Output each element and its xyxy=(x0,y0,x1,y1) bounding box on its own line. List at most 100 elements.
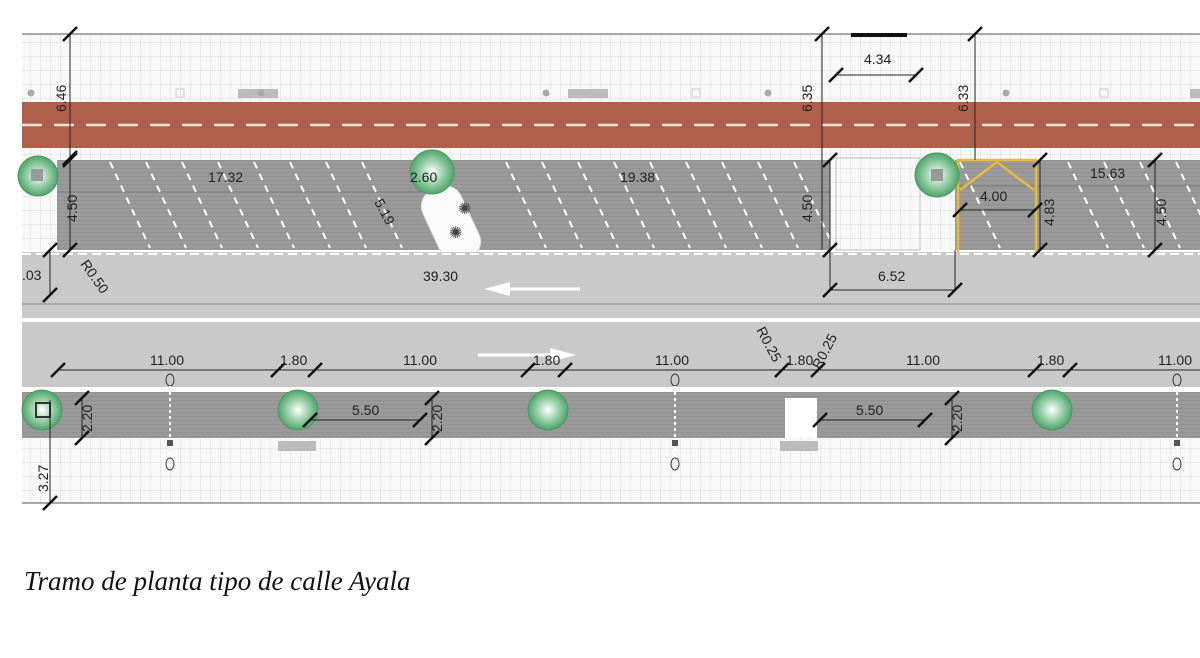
dim-tree-gap-3: 1.80 xyxy=(786,352,813,368)
dimension-tick xyxy=(1147,242,1163,258)
dim-parking-right-length: 15.63 xyxy=(1090,165,1125,181)
parking-stall-line xyxy=(289,161,331,249)
dim-loading-width: 4.00 xyxy=(980,188,1007,204)
driveway-marker xyxy=(851,33,907,37)
dim-top-sidewalk-mid: 6.35 xyxy=(799,85,815,112)
dim-tree-gap-2: 1.80 xyxy=(533,352,560,368)
dim-parking-left-depth: 4.50 xyxy=(64,195,80,222)
figure-caption: Tramo de planta tipo de calle Ayala xyxy=(24,566,411,596)
parking-stall-line xyxy=(793,161,835,249)
parking-stall-line xyxy=(685,161,727,249)
dim-loading-depth: 4.83 xyxy=(1041,199,1057,226)
dimension-tick xyxy=(822,152,838,168)
parking-stall-line xyxy=(505,161,547,249)
street-furniture xyxy=(27,88,1200,98)
parking-stall-line xyxy=(959,161,1001,249)
dimension-tick xyxy=(302,412,318,428)
parking-stall-line xyxy=(145,161,187,249)
parking-stall-line xyxy=(721,161,763,249)
driveway xyxy=(835,157,921,251)
parking-right xyxy=(955,160,1200,250)
dim-parking-mid-length: 19.38 xyxy=(620,169,655,185)
dimension-tick xyxy=(1032,242,1048,258)
parking-stall-line xyxy=(1103,161,1145,249)
dimension-tick xyxy=(62,150,78,166)
tree-icon xyxy=(21,389,63,431)
dim-parking-right-depth: 4.50 xyxy=(1153,199,1169,226)
lane-arrow-left-icon xyxy=(484,282,580,296)
dimension-tick xyxy=(62,26,78,42)
dim-lane-segment: 39.30 xyxy=(423,268,458,284)
dim-lower-space-2: 5.50 xyxy=(856,402,883,418)
dim-bottom-sidewalk: 3.27 xyxy=(35,465,51,492)
dimension-tick xyxy=(1062,362,1078,378)
dimension-tick xyxy=(412,412,428,428)
dimension-tick xyxy=(307,362,323,378)
street-lamp-icon xyxy=(165,373,175,471)
parking-stall-line xyxy=(217,161,259,249)
dim-driveway-opening: 6.52 xyxy=(878,268,905,284)
dim-lower-space-1: 5.50 xyxy=(352,402,379,418)
dimension-lines xyxy=(49,34,1200,503)
dim-bay-4: 11.00 xyxy=(906,352,940,368)
dimension-tick xyxy=(828,67,844,83)
parking-stall-line xyxy=(325,161,367,249)
tree-grate-icon xyxy=(31,169,43,181)
parking-stall-line xyxy=(181,161,223,249)
dim-bay-2: 11.00 xyxy=(403,352,437,368)
parking-stall-line xyxy=(1139,161,1181,249)
parking-stall-line xyxy=(613,161,655,249)
parking-stall-line xyxy=(541,161,583,249)
dimension-tick xyxy=(1147,152,1163,168)
parking-stall-line xyxy=(361,161,403,249)
dimension-tick xyxy=(944,430,960,446)
dim-planter-width: 2.60 xyxy=(410,169,437,185)
parking-stall-line xyxy=(577,161,619,249)
parking-stall-line xyxy=(649,161,691,249)
dimension-tick xyxy=(944,390,960,406)
bottom-sidewalk xyxy=(22,438,1200,503)
tree-icon xyxy=(527,389,569,431)
dimension-tick xyxy=(917,412,933,428)
tree-icon xyxy=(1031,389,1073,431)
dimension-tick xyxy=(520,362,536,378)
dim-parking-mid-depth: 4.50 xyxy=(799,195,815,222)
dimension-tick xyxy=(908,67,924,83)
tree-grate-icon xyxy=(931,169,943,181)
parking-stall-line xyxy=(1175,161,1200,216)
dim-bay-3: 11.00 xyxy=(655,352,689,368)
dimension-tick xyxy=(424,390,440,406)
dimension-tick xyxy=(810,362,826,378)
parking-lower xyxy=(22,392,1200,438)
dimension-tick xyxy=(967,26,983,42)
dimension-tick xyxy=(62,242,78,258)
dim-top-sidewalk-left: 6.46 xyxy=(53,85,69,112)
flower-icon: ✺ xyxy=(458,201,471,218)
top-sidewalk xyxy=(22,34,1200,102)
dimension-tick xyxy=(74,430,90,446)
street-lamp-icon xyxy=(1172,373,1182,471)
dimension-tick xyxy=(557,362,573,378)
dimension-tick xyxy=(952,202,968,218)
dim-tree-gap-1: 1.80 xyxy=(280,352,307,368)
dimension-tick xyxy=(50,362,66,378)
dimension-tick xyxy=(42,495,58,511)
street-lamp-icon xyxy=(670,373,680,471)
street-plan: ✺ ✺ 6.46 6.35 6.33 4.34 17.32 4.50 2.60 … xyxy=(17,26,1200,511)
dimension-tick xyxy=(42,287,58,303)
dimension-tick xyxy=(270,362,286,378)
dimension-tick xyxy=(74,390,90,406)
dimension-tick xyxy=(424,430,440,446)
parking-stall-line xyxy=(109,161,151,249)
dim-lower-depth-mid: 2.20 xyxy=(429,405,445,432)
dim-lower-depth-right: 2.20 xyxy=(949,405,965,432)
dimension-tick xyxy=(1027,362,1043,378)
dim-edge-left: .03 xyxy=(22,267,42,283)
dim-lower-depth-left: 2.20 xyxy=(79,405,95,432)
dimension-tick xyxy=(1027,202,1043,218)
dimension-tick xyxy=(947,282,963,298)
parking-stall-line xyxy=(757,161,799,249)
parking-stall-line xyxy=(253,161,295,249)
dimension-tick xyxy=(62,152,78,168)
flower-icon: ✺ xyxy=(449,225,462,242)
